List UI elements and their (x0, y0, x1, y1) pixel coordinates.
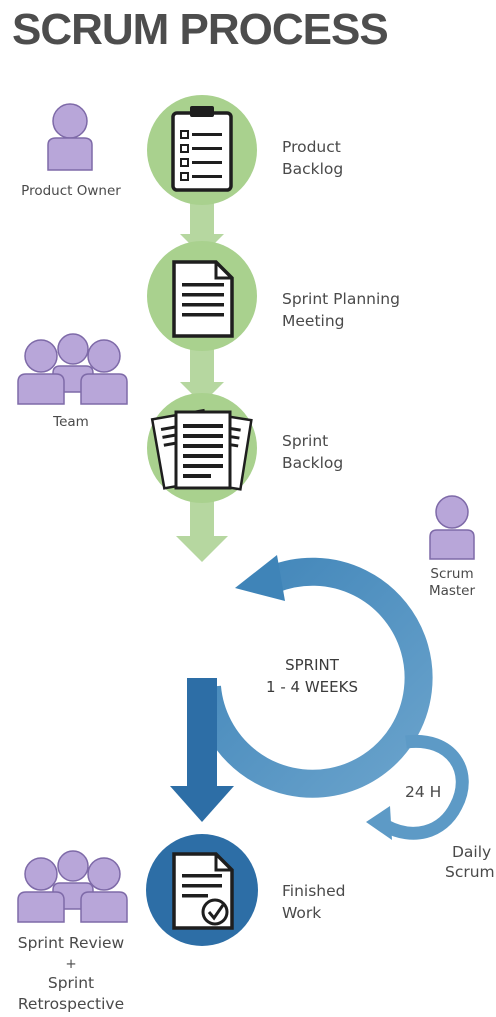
sprint-backlog-label-line1: Sprint (282, 432, 328, 450)
daily-scrum-label-line1: Daily (452, 843, 491, 861)
team-icon (17, 333, 128, 405)
sprint-label: SPRINT (285, 656, 340, 674)
daily-scrum-arrowhead (366, 806, 392, 840)
clipboard-icon (171, 106, 233, 192)
product-backlog-label-line1: Product (282, 138, 341, 156)
sprint-cycle-arrowhead (235, 555, 285, 601)
daily-scrum-label-line2: Scrum (445, 863, 495, 881)
planning-label-line2: Meeting (282, 312, 345, 330)
deliver-arrow (170, 678, 234, 822)
review-label-line3: Retrospective (18, 995, 124, 1013)
team-label: Team (52, 414, 89, 430)
stacked-documents-icon (150, 408, 253, 491)
daily-scrum-loop (382, 734, 469, 840)
review-label-plus: + (65, 956, 76, 972)
daily-duration-label: 24 H (405, 783, 441, 801)
review-label-line2: Sprint (48, 974, 94, 992)
sprint-cycle-ring (193, 557, 433, 798)
flow-arrow-3 (176, 494, 228, 562)
review-label-line1: Sprint Review (18, 934, 125, 952)
document-icon (172, 260, 234, 338)
approved-document-icon (172, 852, 234, 930)
scrum-master-label-line1: Scrum (430, 566, 473, 582)
scrum-master-icon (429, 495, 475, 560)
planning-label-line1: Sprint Planning (282, 290, 400, 308)
sprint-duration-label: 1 - 4 WEEKS (266, 678, 358, 696)
product-owner-label: Product Owner (21, 183, 121, 199)
finished-work-label-line2: Work (282, 904, 321, 922)
product-owner-icon (47, 103, 93, 171)
finished-work-label-line1: Finished (282, 882, 346, 900)
sprint-backlog-label-line2: Backlog (282, 454, 343, 472)
review-team-icon (17, 850, 128, 923)
scrum-master-label-line2: Master (429, 583, 476, 599)
page-title: SCRUM PROCESS (12, 5, 388, 54)
product-backlog-label-line2: Backlog (282, 160, 343, 178)
